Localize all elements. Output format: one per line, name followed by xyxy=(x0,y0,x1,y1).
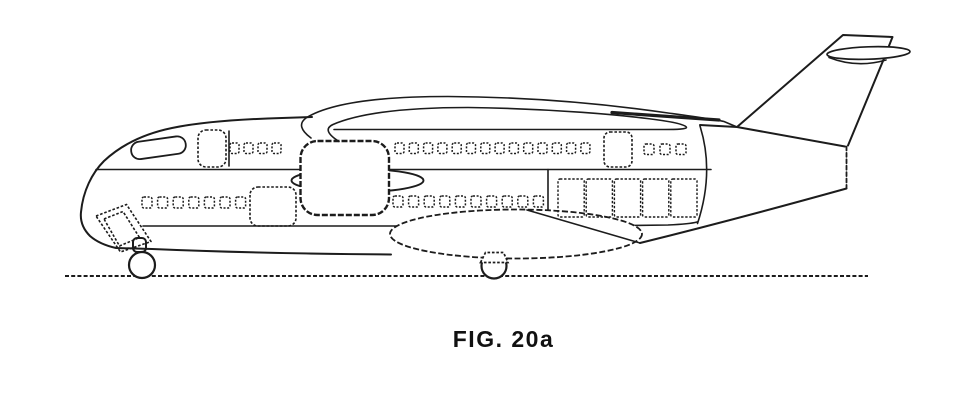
cabin-window-upper-mid xyxy=(451,142,462,155)
fuselage-outline xyxy=(79,116,392,256)
cabin-window-lower-front xyxy=(172,196,184,209)
cabin-window-lower-mid xyxy=(392,195,404,208)
stabilizer-far-edge xyxy=(828,56,887,65)
passenger-doors xyxy=(197,129,633,227)
cabin-window-lower-front xyxy=(156,196,169,209)
engine-nacelle xyxy=(299,139,391,217)
main-gear-door xyxy=(479,251,510,264)
cabin-window-lower-mid xyxy=(485,195,498,208)
cabin-window-lower-front xyxy=(219,196,231,209)
cargo-door-panel xyxy=(585,178,614,218)
cabin-window-upper-mid xyxy=(465,142,477,155)
cabin-window-upper-mid xyxy=(394,142,405,155)
cargo-door-panel xyxy=(641,178,670,218)
horizontal-stabilizer xyxy=(826,45,911,61)
cabin-window-lower-mid xyxy=(423,195,435,208)
cargo-door-panel xyxy=(613,178,642,218)
nose-gear-bay-outer xyxy=(95,203,152,253)
cabin-window-lower-mid xyxy=(470,195,482,208)
wing-fairing-merge-line xyxy=(610,110,721,122)
cabin-window-upper-mid xyxy=(480,142,491,155)
cabin-windows xyxy=(141,142,687,209)
cargo-door-panel xyxy=(557,178,585,218)
cabin-window-lower-front xyxy=(188,196,200,209)
cabin-window-upper-mid xyxy=(508,142,520,155)
aft-belly-upsweep xyxy=(639,187,848,244)
lower-fuselage-line xyxy=(142,221,698,227)
cabin-window-lower-mid xyxy=(501,195,513,208)
cabin-window-lower-mid xyxy=(454,195,467,208)
cabin-window-upper-front xyxy=(229,142,240,155)
cabin-window-upper-aft xyxy=(659,143,671,156)
forward-lower-door xyxy=(249,186,297,227)
cabin-window-lower-mid xyxy=(439,195,451,208)
nose-gear-bay-inner xyxy=(103,210,141,247)
wing-trailing-edge xyxy=(526,209,641,244)
cabin-window-upper-mid xyxy=(408,142,420,155)
cabin-window-upper-mid xyxy=(580,142,591,155)
cabin-window-upper-mid xyxy=(551,142,563,155)
tail-cone-top xyxy=(699,124,846,148)
cabin-window-lower-front xyxy=(203,196,216,209)
cabin-window-lower-mid xyxy=(407,195,420,208)
cabin-window-upper-mid xyxy=(494,142,505,155)
cabin-window-upper-front xyxy=(243,142,254,155)
cabin-window-upper-mid xyxy=(422,142,434,155)
rear-bulkhead-arc xyxy=(696,125,708,225)
cabin-window-upper-aft xyxy=(643,143,655,156)
cabin-window-upper-mid xyxy=(437,142,448,155)
cabin-window-upper-front xyxy=(257,142,268,155)
cockpit-window xyxy=(130,135,187,161)
cabin-window-lower-front xyxy=(141,196,153,209)
aft-upper-door xyxy=(603,131,633,168)
cabin-window-upper-mid xyxy=(522,142,534,155)
cabin-window-upper-front xyxy=(271,142,282,155)
wing-fairing-inner xyxy=(327,106,688,143)
cargo-door xyxy=(557,178,698,218)
main-gear-fairing xyxy=(389,208,643,260)
wing-fairing-outer xyxy=(300,95,738,139)
cabin-window-lower-mid xyxy=(532,195,545,208)
vertical-fin xyxy=(736,34,894,147)
cabin-window-upper-mid xyxy=(537,142,548,155)
forward-upper-door xyxy=(197,129,227,168)
cabin-window-upper-aft xyxy=(675,143,687,156)
cargo-door-panel xyxy=(670,178,698,218)
cabin-window-lower-front xyxy=(234,196,247,209)
figure-caption: FIG. 20a xyxy=(452,326,555,352)
cabin-window-upper-mid xyxy=(565,142,577,155)
nose-wheel xyxy=(127,250,157,280)
cabin-window-lower-mid xyxy=(517,195,529,208)
